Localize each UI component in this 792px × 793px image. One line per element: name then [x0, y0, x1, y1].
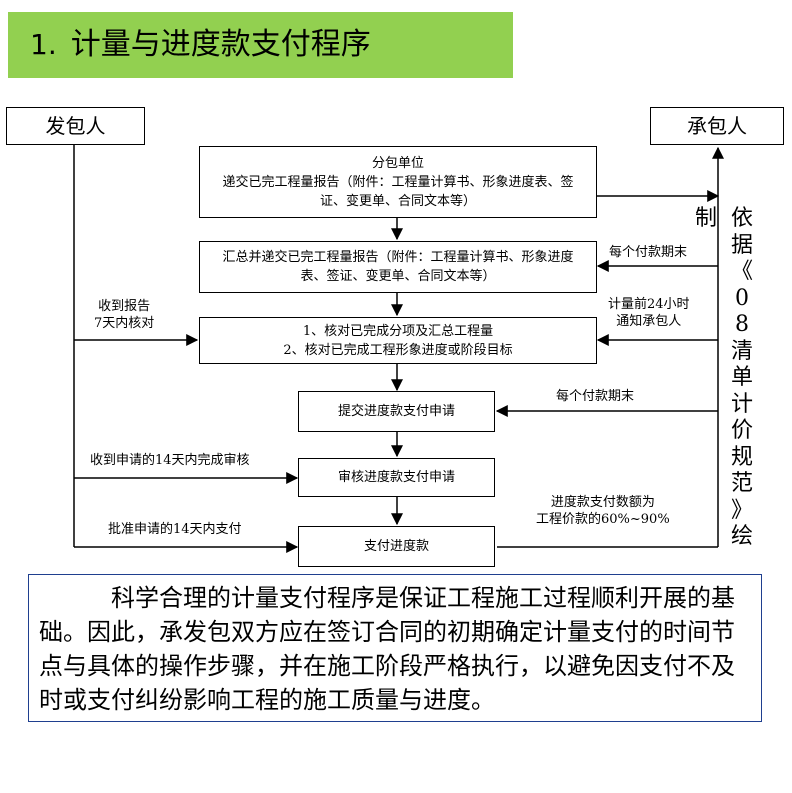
verify-line-1: 1、核对已完成分项及汇总工程量 — [302, 323, 494, 339]
verify-line-2: 2、核对已完成工程形象进度或阶段目标 — [283, 342, 513, 358]
label-receive-application: 收到申请的14天内完成审核 — [90, 453, 250, 468]
pay-box: 支付进度款 — [298, 526, 495, 567]
label-each-period-2: 每个付款期末 — [556, 389, 635, 404]
subcontractor-box: 分包单位 递交已完工程量报告（附件：工程量计算书、形象进度表、签证、变更单、合同… — [199, 146, 597, 218]
submit-box: 提交进度款支付申请 — [298, 391, 495, 432]
paragraph-text: 科学合理的计量支付程序是保证工程施工过程顺利开展的基础。因此，承发包双方应在签订… — [39, 584, 735, 714]
verify-box: 1、核对已完成分项及汇总工程量 2、核对已完成工程形象进度或阶段目标 — [199, 317, 597, 364]
employer-box: 发包人 — [6, 107, 145, 145]
subcontractor-text: 递交已完工程量报告（附件：工程量计算书、形象进度表、签证、变更单、合同文本等） — [222, 174, 574, 209]
review-box: 审核进度款支付申请 — [298, 458, 495, 497]
contractor-box: 承包人 — [650, 107, 784, 145]
title-text: 计量与进度款支付程序 — [70, 27, 371, 62]
title-number: 1. — [30, 28, 57, 61]
summary-paragraph: 科学合理的计量支付程序是保证工程施工过程顺利开展的基础。因此，承发包双方应在签订… — [28, 574, 762, 722]
basis-vertical-text: 依 据 《 0 8 清 单 计 价 规 范 》 绘 — [730, 206, 753, 549]
label-approve-pay: 批准申请的14天内支付 — [108, 522, 242, 537]
page-title: 1. 计量与进度款支付程序 — [30, 26, 371, 64]
label-notify: 计量前24小时 通知承包人 — [608, 297, 690, 329]
basis-left-char: 制 — [694, 206, 717, 231]
subcontractor-title: 分包单位 — [371, 155, 424, 171]
label-receive-report: 收到报告 7天内核对 — [94, 299, 155, 331]
label-each-period-1: 每个付款期末 — [609, 245, 688, 260]
summary-box: 汇总并递交已完工程量报告（附件：工程量计算书、形象进度表、签证、变更单、合同文本… — [199, 241, 597, 293]
title-bar: 1. 计量与进度款支付程序 — [8, 12, 513, 78]
label-ratio: 进度款支付数额为 工程价款的60%~90% — [536, 495, 670, 527]
